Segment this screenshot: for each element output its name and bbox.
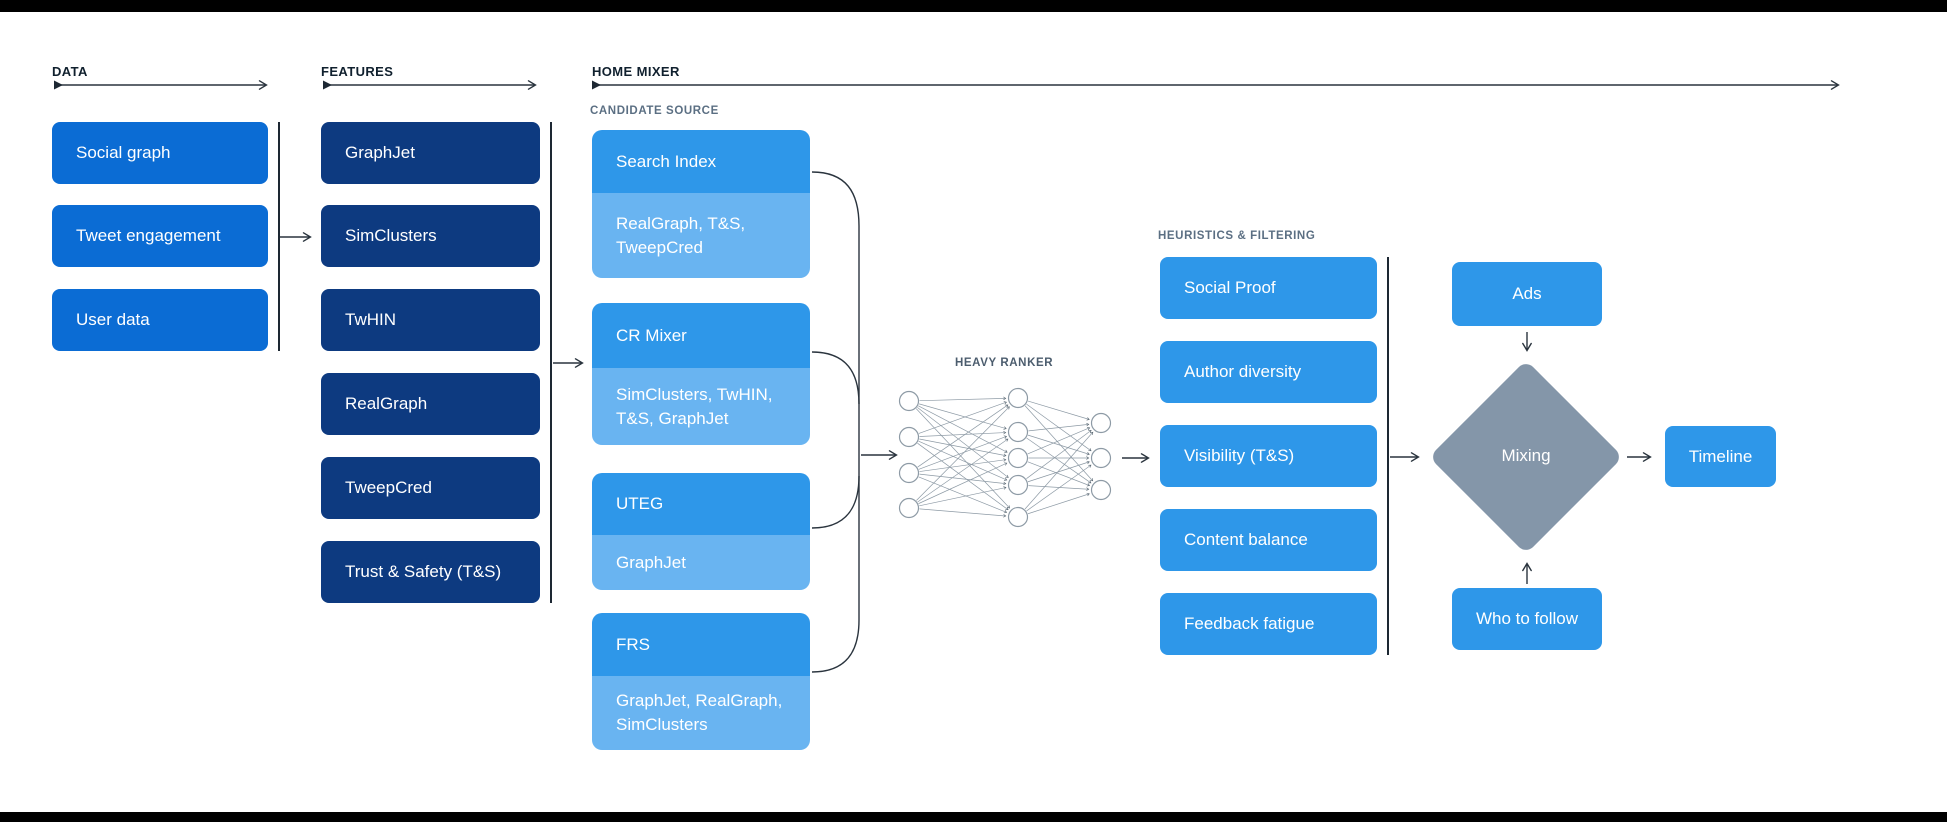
- data-box-user-data: User data: [52, 289, 268, 351]
- data-rail-label: DATA: [52, 64, 88, 79]
- feature-box-simclusters: SimClusters: [321, 205, 540, 267]
- feature-box-graphjet: GraphJet: [321, 122, 540, 184]
- filter-box-content-balance: Content balance: [1160, 509, 1377, 571]
- candidate-box-uteg: UTEG GraphJet: [592, 473, 810, 590]
- letterbox-top-bar: [0, 0, 1947, 12]
- data-box-tweet-engagement: Tweet engagement: [52, 205, 268, 267]
- feature-box-trust-safety: Trust & Safety (T&S): [321, 541, 540, 603]
- features-rail-label: FEATURES: [321, 64, 394, 79]
- candidate-box-cr-mixer: CR Mixer SimClusters, TwHIN, T&S, GraphJ…: [592, 303, 810, 445]
- candidate-source-label: CANDIDATE SOURCE: [590, 105, 719, 117]
- candidate-feeds: GraphJet, RealGraph, SimClusters: [592, 676, 810, 750]
- filter-box-visibility: Visibility (T&S): [1160, 425, 1377, 487]
- candidate-feeds: GraphJet: [592, 535, 810, 590]
- feature-box-realgraph: RealGraph: [321, 373, 540, 435]
- feature-box-twhin: TwHIN: [321, 289, 540, 351]
- data-box-social-graph: Social graph: [52, 122, 268, 184]
- candidate-name: UTEG: [592, 473, 810, 535]
- candidate-box-search-index: Search Index RealGraph, T&S, TweepCred: [592, 130, 810, 278]
- filter-box-social-proof: Social Proof: [1160, 257, 1377, 319]
- search-index-connector: [811, 171, 860, 227]
- candidate-name: FRS: [592, 613, 810, 676]
- neural-network-graphic: [898, 387, 1112, 528]
- filter-box-author-diversity: Author diversity: [1160, 341, 1377, 403]
- who-to-follow-box: Who to follow: [1452, 588, 1602, 650]
- frs-connector: [811, 619, 860, 673]
- mixing-diamond-label: Mixing: [1501, 446, 1551, 465]
- timeline-box: Timeline: [1665, 426, 1776, 487]
- home-mixer-rail-label: HOME MIXER: [592, 64, 680, 79]
- feature-box-tweepcred: TweepCred: [321, 457, 540, 519]
- filter-box-feedback-fatigue: Feedback fatigue: [1160, 593, 1377, 655]
- uteg-connector: [811, 475, 860, 529]
- candidate-box-frs: FRS GraphJet, RealGraph, SimClusters: [592, 613, 810, 750]
- heuristics-filtering-label: HEURISTICS & FILTERING: [1158, 230, 1316, 242]
- candidate-name: Search Index: [592, 130, 810, 193]
- mixing-diamond: [1433, 364, 1619, 550]
- letterbox-bottom-bar: [0, 812, 1947, 822]
- candidate-feeds: SimClusters, TwHIN, T&S, GraphJet: [592, 368, 810, 445]
- cr-mixer-connector: [811, 351, 860, 405]
- heavy-ranker-label: HEAVY RANKER: [955, 357, 1054, 369]
- ads-box: Ads: [1452, 262, 1602, 326]
- candidate-feeds: RealGraph, T&S, TweepCred: [592, 193, 810, 278]
- candidate-name: CR Mixer: [592, 303, 810, 368]
